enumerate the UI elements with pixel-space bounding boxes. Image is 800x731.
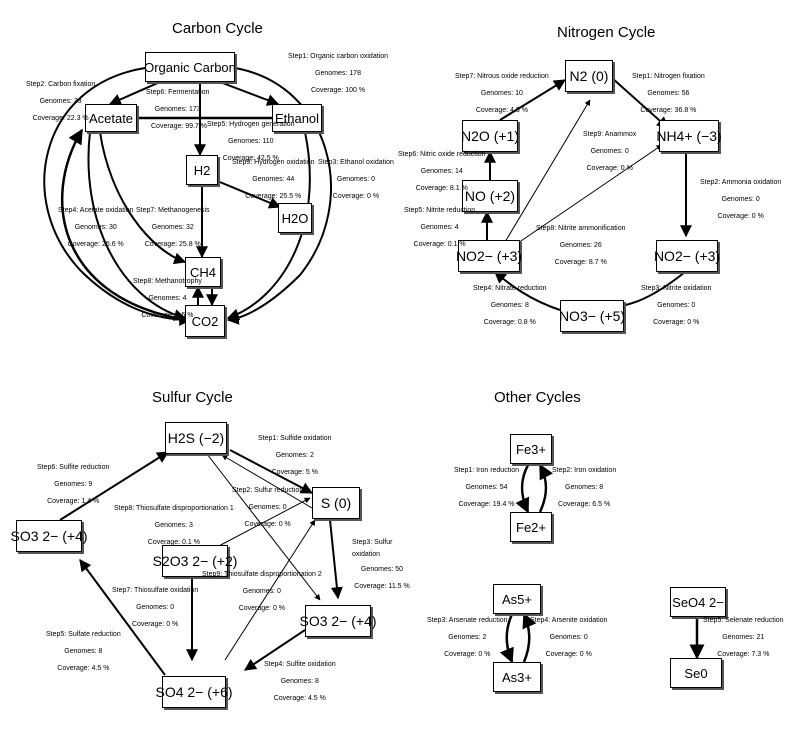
node-n2o: N2O (+1): [461, 120, 519, 152]
node-se0: Se0: [670, 658, 722, 688]
node-as5: As5+: [493, 584, 541, 614]
sulfur-cycle-title: Sulfur Cycle: [152, 389, 233, 406]
node-nh4: NH4+ (−3): [656, 120, 722, 152]
node-so3-left: SO3 2− (+4): [10, 520, 88, 552]
edge-no3-to-no2l: [494, 271, 561, 311]
node-as3: As3+: [493, 662, 541, 692]
edge-fe2-to-fe3: [538, 463, 553, 513]
node-organic-carbon: Organic Carbon: [144, 52, 236, 82]
nitrogen-cycle-title: Nitrogen Cycle: [557, 24, 656, 41]
edge-acetate-to-ch4: [99, 131, 187, 265]
edge-n2-to-nh4: [611, 77, 669, 129]
node-fe3: Fe3+: [510, 434, 552, 464]
edge-n2o-to-n2: [499, 79, 567, 121]
edge-no2-to-nh4-amm: [514, 144, 663, 246]
edge-anammox: [504, 99, 591, 243]
node-ch4: CH4: [185, 257, 221, 287]
node-fe2: Fe2+: [510, 512, 552, 542]
edge-s2o3-disp2: [199, 444, 321, 601]
node-ethanol: Ethanol: [272, 104, 322, 132]
edge-so3l-to-h2s: [59, 451, 170, 521]
edge-as5-to-as3: [499, 613, 514, 664]
edge-co2-to-acetate: [61, 128, 189, 322]
edge-h2s-to-s0: [229, 449, 314, 494]
edge-s2o3-disp1: [214, 497, 311, 549]
edge-so4-to-s0: [224, 519, 316, 661]
node-no2-right: NO2− (+3): [654, 240, 720, 272]
node-h2: H2: [186, 155, 218, 185]
edge-so4-to-so3l: [79, 559, 166, 676]
edge-so3r-to-so4: [244, 629, 306, 671]
edge-fe3-to-fe2: [515, 464, 530, 514]
node-no: NO (+2): [462, 180, 518, 212]
edge-h2-to-h2o: [214, 179, 282, 209]
edge-organic-to-acetate: [108, 81, 161, 106]
node-n2: N2 (0): [565, 60, 613, 92]
edge-ethanol-to-co2: [226, 131, 311, 321]
node-s0: S (0): [312, 487, 360, 519]
node-no2-left: NO2− (+3): [456, 240, 522, 272]
other-cycles-title: Other Cycles: [494, 389, 581, 406]
edge-acetate-to-co2: [87, 131, 187, 321]
node-no3: NO3− (+5): [559, 300, 625, 332]
node-so3-right: SO3 2− (+4): [299, 605, 377, 637]
node-s2o3: S2O3 2− (+2): [153, 545, 237, 577]
edge-s0-to-h2s: [221, 454, 313, 509]
edge-s0-to-so3r: [329, 519, 343, 600]
node-seo4: SeO4 2−: [670, 587, 726, 617]
node-h2o: H2O: [278, 203, 312, 233]
node-so4: SO4 2− (+6): [155, 676, 233, 708]
edge-as3-to-as5: [522, 612, 537, 663]
edge-carbon-outer-right: [226, 67, 332, 325]
node-co2: CO2: [185, 305, 225, 337]
node-h2s: H2S (−2): [165, 422, 227, 454]
edge-organic-to-ethanol: [219, 81, 280, 106]
node-acetate: Acetate: [85, 104, 137, 132]
carbon-cycle-title: Carbon Cycle: [172, 20, 263, 37]
edge-carbon-outer-left: [43, 67, 192, 326]
